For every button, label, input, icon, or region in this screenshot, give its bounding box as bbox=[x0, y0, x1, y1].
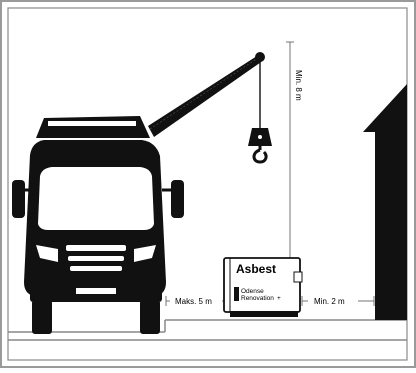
height-dimension bbox=[286, 41, 294, 258]
min-distance-label: Min. 2 m bbox=[314, 297, 345, 306]
crane-arm-icon bbox=[148, 52, 265, 137]
height-label: Min. 8 m bbox=[294, 70, 303, 101]
max-distance-label: Maks. 5 m bbox=[175, 297, 212, 306]
house-icon bbox=[363, 84, 407, 320]
company-line1: Odense bbox=[241, 288, 264, 295]
company-suffix: + bbox=[277, 295, 281, 302]
container-title: Asbest bbox=[236, 262, 276, 276]
truck-icon bbox=[12, 116, 184, 334]
min-distance-dimension bbox=[301, 296, 375, 306]
hook-icon bbox=[248, 128, 272, 164]
company-line2: Renovation bbox=[241, 295, 274, 302]
container-icon bbox=[223, 257, 303, 317]
